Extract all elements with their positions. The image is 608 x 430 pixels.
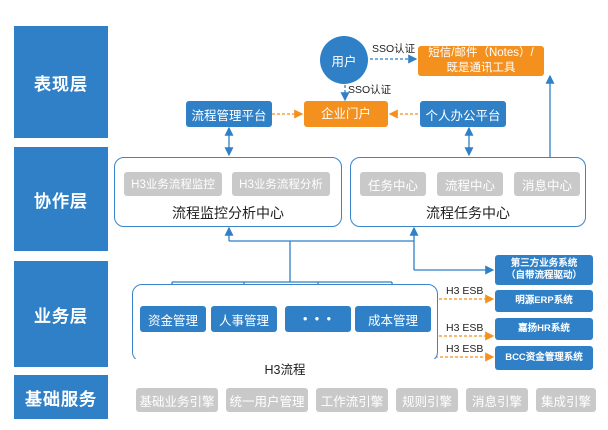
system-third-party: 第三方业务系统 （自带流程驱动） bbox=[495, 255, 593, 285]
engine-rules: 规则引擎 bbox=[396, 388, 458, 412]
system-mingyuan-erp: 明源ERP系统 bbox=[495, 290, 593, 312]
module-funds: 资金管理 bbox=[140, 306, 206, 332]
engine-workflow: 工作流引擎 bbox=[316, 388, 388, 412]
task-item-1: 任务中心 bbox=[360, 172, 426, 196]
engine-message: 消息引擎 bbox=[466, 388, 528, 412]
module-hr: 人事管理 bbox=[211, 306, 277, 332]
system-jiayang-hr: 嘉扬HR系统 bbox=[495, 318, 593, 340]
sso-label-notify: SSO认证 bbox=[372, 43, 416, 55]
module-cost: 成本管理 bbox=[355, 306, 431, 332]
layer-presentation: 表现层 bbox=[14, 26, 108, 138]
esb-label-2: H3 ESB bbox=[446, 322, 484, 334]
monitor-item-1: H3业务流程监控 bbox=[124, 172, 222, 196]
engine-integration: 集成引擎 bbox=[536, 388, 596, 412]
layer-foundation: 基础服务 bbox=[14, 375, 108, 419]
task-item-2: 流程中心 bbox=[437, 172, 503, 196]
system-bcc-funds: BCC资金管理系统 bbox=[495, 346, 593, 370]
task-center-title: 流程任务中心 bbox=[426, 205, 510, 221]
process-platform-box: 流程管理平台 bbox=[186, 101, 272, 127]
engine-user-management: 统一用户管理 bbox=[226, 388, 308, 412]
esb-label-3: H3 ESB bbox=[446, 343, 484, 355]
engine-basic-business: 基础业务引擎 bbox=[136, 388, 218, 412]
h3-process-title-text: H3流程 bbox=[260, 363, 310, 377]
monitor-center-title: 流程监控分析中心 bbox=[172, 205, 284, 221]
sso-label-portal: SSO认证 bbox=[348, 84, 392, 96]
module-more: • • • bbox=[285, 306, 351, 332]
layer-business: 业务层 bbox=[14, 261, 108, 367]
h3-process-title: H3流程 bbox=[132, 359, 438, 378]
esb-label-1: H3 ESB bbox=[446, 285, 484, 297]
notify-tool-box: 短信/邮件（Notes）/ 既是通讯工具 bbox=[418, 46, 544, 76]
portal-box: 企业门户 bbox=[304, 101, 388, 127]
monitor-item-2: H3业务流程分析 bbox=[232, 172, 330, 196]
layer-collaboration: 协作层 bbox=[14, 147, 108, 251]
user-label: 用户 bbox=[331, 54, 357, 69]
user-node: 用户 bbox=[320, 36, 368, 84]
office-platform-box: 个人办公平台 bbox=[420, 101, 506, 127]
task-item-3: 消息中心 bbox=[514, 172, 580, 196]
